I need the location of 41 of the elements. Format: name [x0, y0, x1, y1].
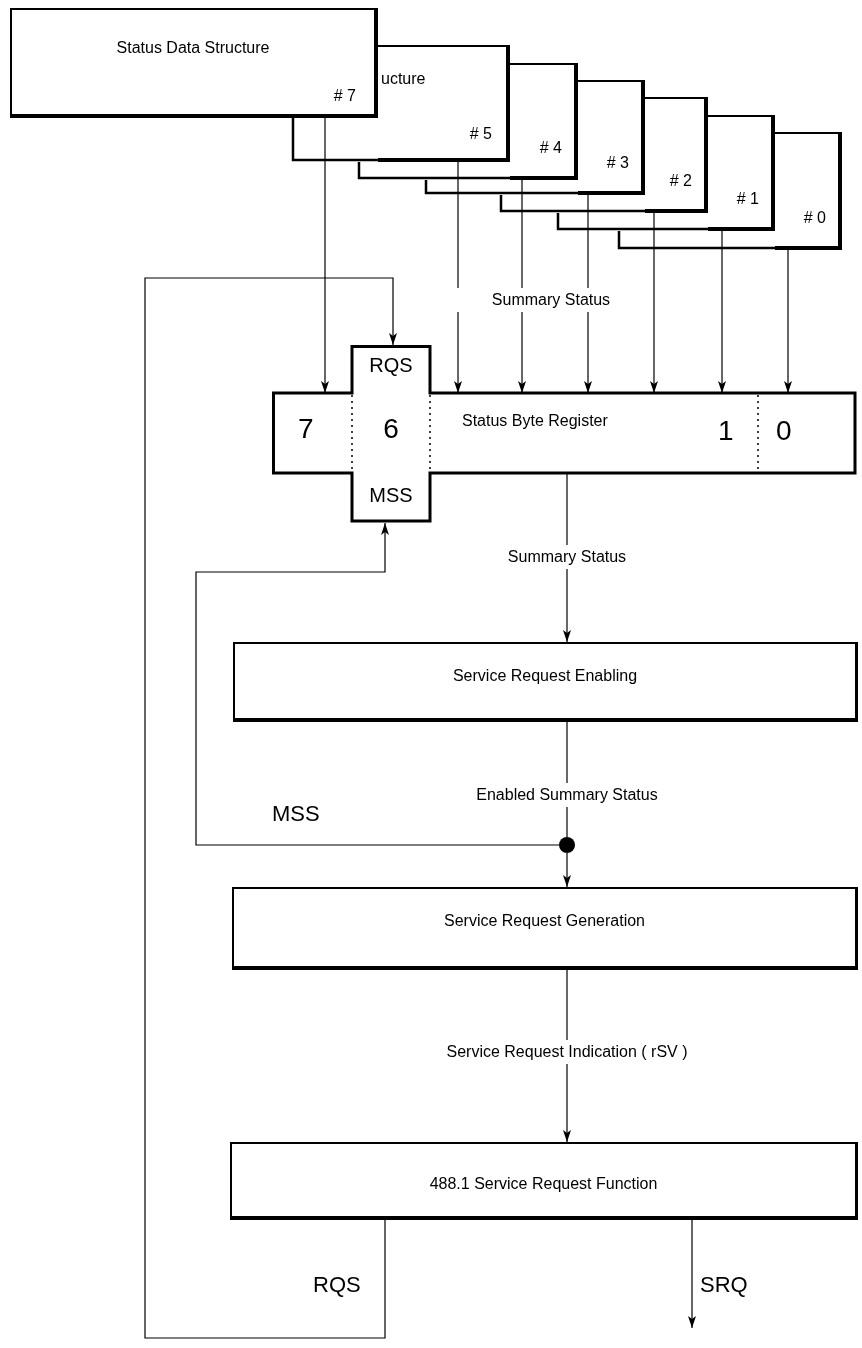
arrow	[454, 161, 462, 394]
card-number: # 1	[736, 189, 759, 209]
arrow	[144, 277, 397, 1339]
card-number: # 2	[669, 171, 692, 191]
arrow	[784, 249, 792, 394]
data-structure-card	[378, 45, 510, 162]
data-structure-card	[10, 8, 378, 118]
register-title: Status Byte Register	[462, 411, 608, 431]
arrow	[195, 522, 560, 846]
block-title: 488.1 Service Request Function	[428, 1174, 659, 1194]
arrow	[688, 1219, 696, 1329]
card-title: ucture	[381, 69, 426, 89]
bit-number: 0	[776, 417, 792, 445]
data-structure-card	[645, 97, 708, 213]
process-box	[233, 642, 858, 722]
arrow	[518, 179, 526, 394]
arrow	[584, 194, 592, 394]
arrow	[321, 117, 329, 394]
bit-number: 7	[298, 415, 314, 443]
bit-number: 1	[718, 417, 734, 445]
process-box	[230, 1142, 858, 1220]
process-box	[232, 887, 858, 970]
card-number: # 3	[606, 153, 629, 173]
block-title: Service Request Generation	[443, 911, 646, 931]
data-structure-card	[578, 80, 645, 195]
arrow	[650, 212, 658, 394]
card-number: # 4	[539, 138, 562, 158]
bit-label: RQS	[368, 355, 414, 375]
card-number: # 7	[333, 86, 356, 106]
card-number: # 5	[469, 124, 492, 144]
card-title: Status Data Structure	[115, 38, 271, 58]
data-structure-card	[708, 115, 775, 231]
status-byte-register	[272, 345, 858, 523]
data-structure-card	[510, 63, 578, 180]
data-structure-card	[775, 132, 842, 250]
card-number: # 0	[803, 208, 826, 228]
bit-label: MSS	[368, 485, 414, 505]
arrow	[718, 230, 726, 394]
arrow	[563, 852, 571, 888]
bit-number: 6	[382, 415, 400, 443]
block-title: Service Request Enabling	[451, 666, 639, 686]
